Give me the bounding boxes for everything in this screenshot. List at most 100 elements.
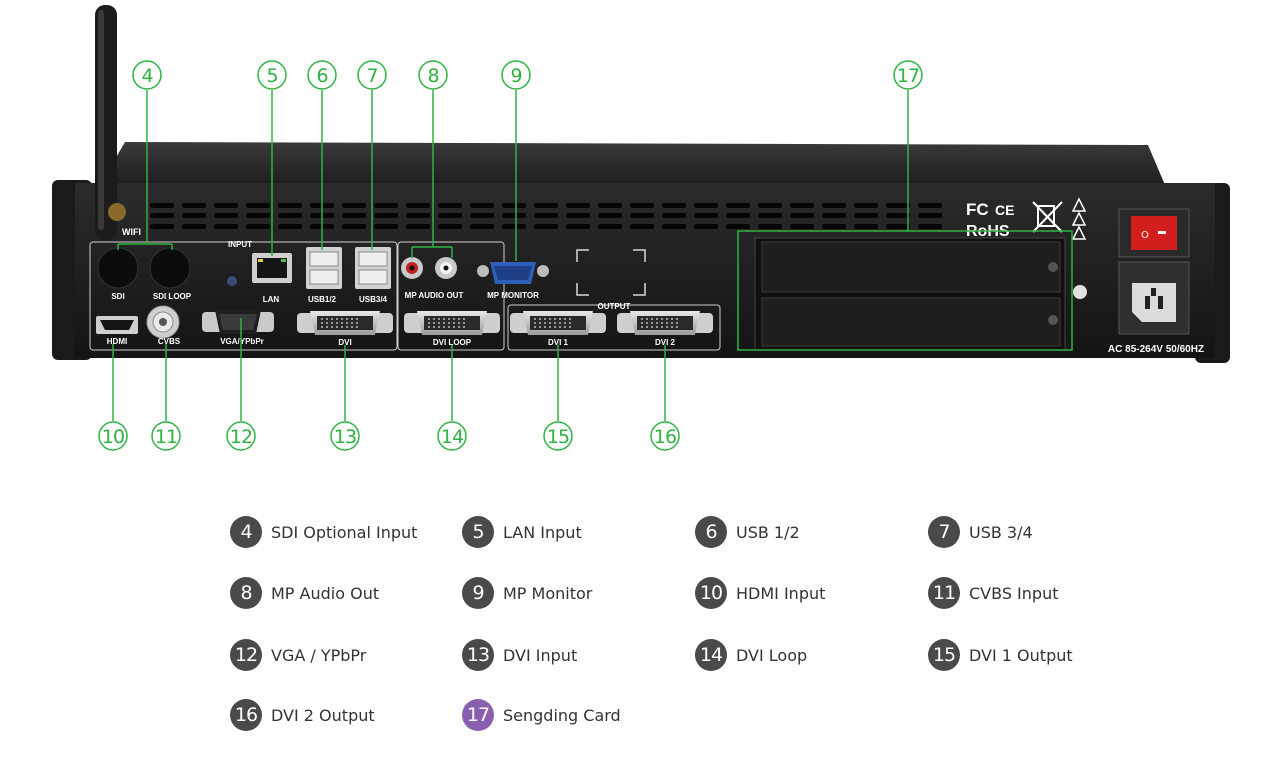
- vga-port-label: VGA/YPbPr: [220, 337, 264, 346]
- legend-label: DVI Loop: [736, 645, 808, 665]
- legend-number-badge: 9: [462, 577, 494, 609]
- legend-label: DVI 1 Output: [969, 645, 1073, 665]
- dvi2-port-label: DVI 2: [655, 338, 676, 347]
- legend-label: Sengding Card: [503, 705, 621, 725]
- svg-text:12: 12: [230, 426, 252, 448]
- power-inlet: [1118, 261, 1190, 335]
- input-group-frame: [89, 241, 398, 351]
- usb12-ports: [306, 247, 342, 289]
- svg-text:11: 11: [155, 426, 177, 448]
- svg-text:14: 14: [441, 426, 464, 448]
- usb12-port-label: USB1/2: [308, 295, 337, 304]
- power-rating-label: AC 85-264V 50/60HZ: [1108, 344, 1204, 355]
- blank-slot-markers: [576, 249, 646, 296]
- top-callouts: 4 5 6 7 8 9 17: [132, 60, 923, 90]
- legend-label: VGA / YPbPr: [271, 645, 367, 665]
- callout-16: 16: [650, 421, 680, 451]
- usb34-port-label: USB3/4: [359, 295, 388, 304]
- mp-audio-out-label: MP AUDIO OUT: [405, 291, 464, 300]
- sdi-port-label: SDI: [111, 292, 124, 301]
- svg-text:10: 10: [102, 426, 124, 448]
- mp-monitor-port: [477, 262, 549, 284]
- callout-17: 17: [893, 60, 923, 90]
- svg-text:17: 17: [897, 65, 919, 87]
- sending-card-slots: [754, 237, 1066, 351]
- output-group-frame: [507, 304, 721, 351]
- svg-text:O: O: [1141, 230, 1149, 241]
- usb34-ports: [355, 247, 391, 289]
- svg-text:6: 6: [316, 65, 327, 87]
- legend-item-11: 11 CVBS Input: [928, 577, 1058, 609]
- dvi1-output-connector: [510, 311, 606, 335]
- svg-text:13: 13: [334, 426, 356, 448]
- legend-number-badge: 4: [230, 516, 262, 548]
- lan-port-label: LAN: [263, 295, 280, 304]
- dvi2-output-connector: [617, 311, 713, 335]
- legend-label: USB 3/4: [969, 522, 1033, 542]
- legend-label: SDI Optional Input: [271, 522, 418, 542]
- dvi-port-label: DVI: [338, 338, 351, 347]
- legend-label: MP Audio Out: [271, 583, 380, 603]
- callout-6: 6: [307, 60, 337, 90]
- dvi-loop-port-label: DVI LOOP: [433, 338, 472, 347]
- callout-7: 7: [357, 60, 387, 90]
- legend-label: DVI 2 Output: [271, 705, 375, 725]
- legend-number-badge: 5: [462, 516, 494, 548]
- mp-group-frame: [397, 241, 505, 351]
- legend-number-badge: 7: [928, 516, 960, 548]
- legend-label: MP Monitor: [503, 583, 593, 603]
- legend-item-15: 15 DVI 1 Output: [928, 639, 1073, 671]
- legend-label: CVBS Input: [969, 583, 1059, 603]
- sdi-loop-port-label: SDI LOOP: [153, 292, 192, 301]
- status-led: [227, 276, 237, 286]
- legend-label: HDMI Input: [736, 583, 826, 603]
- dvi-connectors: [297, 311, 713, 335]
- device-rear-panel-figure: WIFI INPUT SDI SDI LOOP LAN USB1/2 USB3/…: [52, 5, 1230, 451]
- power-switch: O: [1118, 208, 1190, 258]
- legend-number-badge: 11: [928, 577, 960, 609]
- legend-number-badge: 15: [928, 639, 960, 671]
- input-group-label: INPUT: [228, 240, 252, 249]
- callout-12: 12: [226, 421, 256, 451]
- warning-triangle-icons: [1071, 197, 1087, 240]
- legend-number-badge: 14: [695, 639, 727, 671]
- wifi-antenna: WIFI: [95, 5, 141, 240]
- legend-item-5: 5 LAN Input: [462, 516, 582, 548]
- dvi1-port-label: DVI 1: [548, 338, 569, 347]
- svg-text:8: 8: [427, 65, 438, 87]
- callout-4: 4: [132, 60, 162, 90]
- legend-number-badge: 13: [462, 639, 494, 671]
- chassis-top: [100, 142, 1165, 185]
- callout-10: 10: [98, 421, 128, 451]
- legend-number-badge: 6: [695, 516, 727, 548]
- callout-14: 14: [437, 421, 467, 451]
- legend-item-9: 9 MP Monitor: [462, 577, 592, 609]
- legend-label: LAN Input: [503, 522, 582, 542]
- vga-port: [202, 310, 274, 334]
- vent-slots: [150, 203, 942, 229]
- svg-text:7: 7: [366, 65, 377, 87]
- sdi-loop-connector: [149, 247, 191, 289]
- lan-port: [252, 253, 292, 283]
- ce-mark: CE: [995, 202, 1014, 218]
- callout-leader-lines: [112, 90, 1073, 421]
- cvbs-port: [146, 305, 180, 339]
- legend-number-badge: 8: [230, 577, 262, 609]
- hdmi-port-label: HDMI: [107, 337, 127, 346]
- legend-item-14: 14 DVI Loop: [695, 639, 807, 671]
- legend-item-13: 13 DVI Input: [462, 639, 577, 671]
- mp-monitor-label: MP MONITOR: [487, 291, 539, 300]
- legend-label: DVI Input: [503, 645, 578, 665]
- callout-9: 9: [501, 60, 531, 90]
- svg-text:5: 5: [266, 65, 277, 87]
- callout-15: 15: [543, 421, 573, 451]
- callout-11: 11: [151, 421, 181, 451]
- svg-text:15: 15: [547, 426, 569, 448]
- fc-mark: FC: [966, 200, 989, 219]
